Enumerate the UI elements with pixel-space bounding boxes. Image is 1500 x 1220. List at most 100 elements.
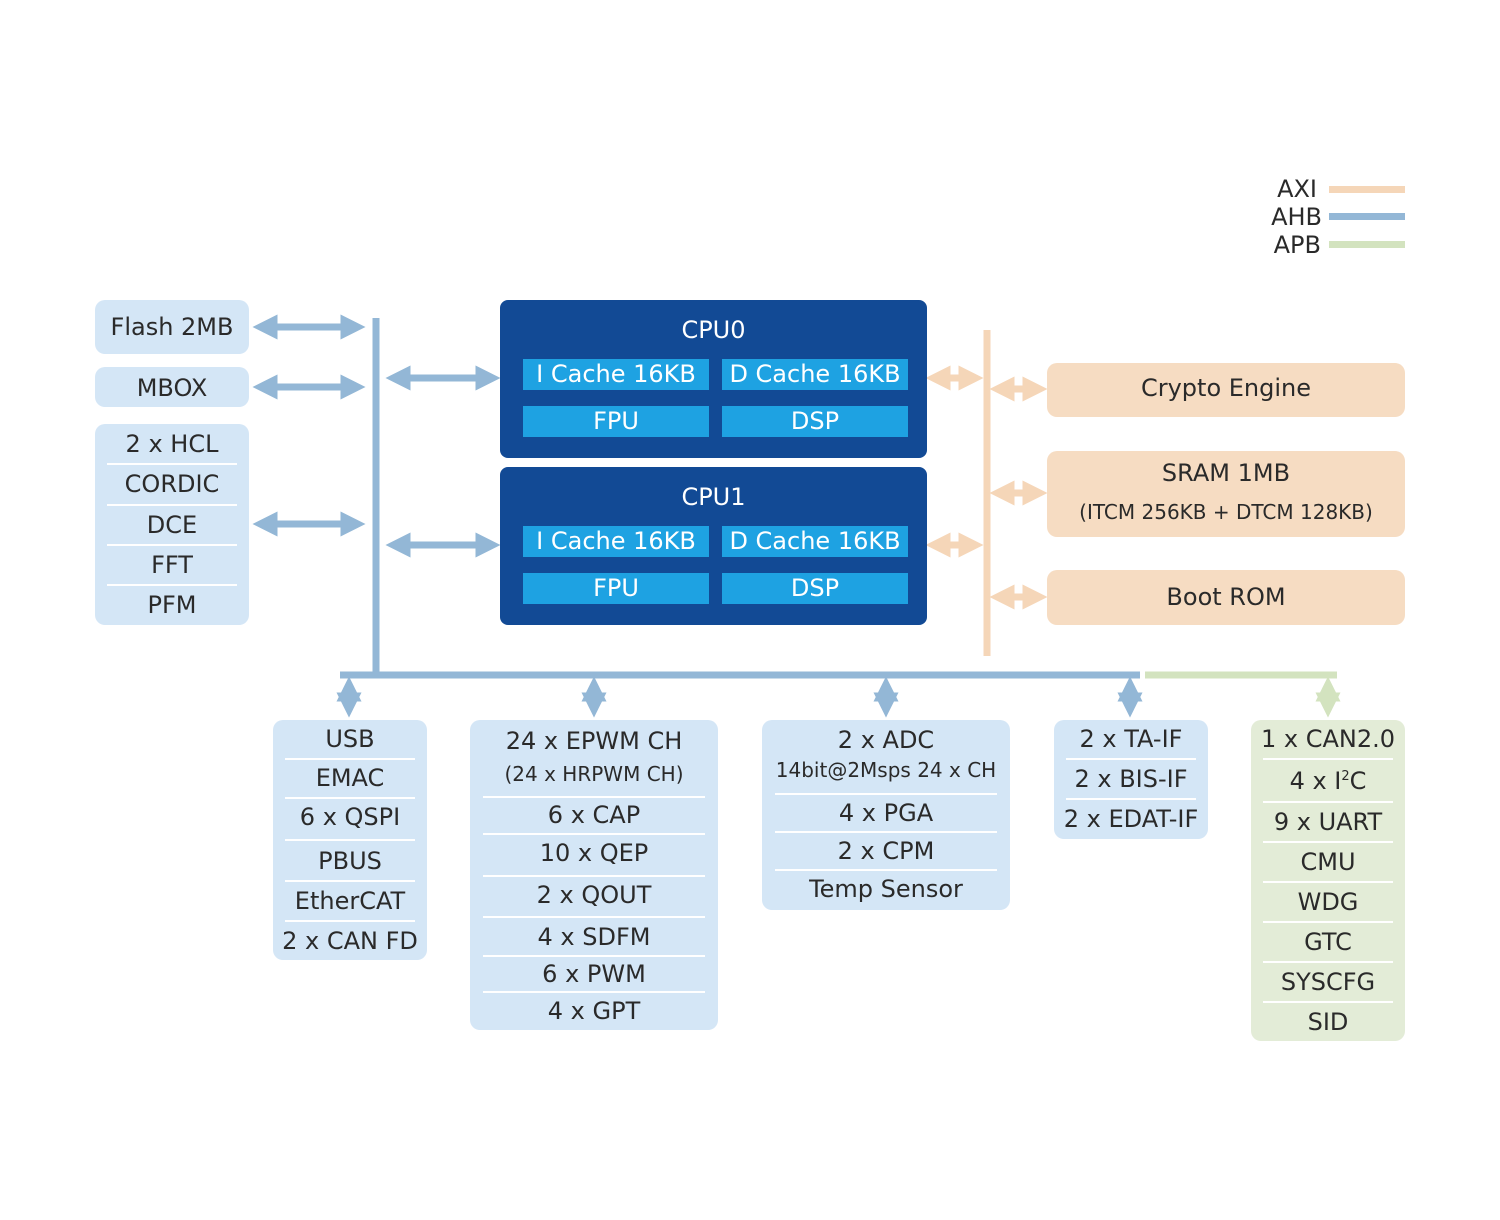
comm-item: USB [325,725,375,753]
math-item: DCE [146,511,198,539]
analog-box: 2 x ADC 14bit@2Msps 24 x CH 4 x PGA 2 x … [762,720,1010,910]
analog-adc: 2 x ADC [837,726,935,754]
pwm-epwm: 24 x EPWM CH [505,727,683,755]
divider [285,797,415,799]
bootrom-box: Boot ROM [1047,570,1405,625]
divider [285,880,415,882]
cpu1-fpu: FPU [523,573,709,604]
divider [483,991,705,993]
apb-can: 1 x CAN2.0 [1260,725,1396,753]
pwm-item: 6 x PWM [542,960,646,988]
comm-item: PBUS [318,847,382,875]
legend-apb-label: APB [1273,231,1321,259]
divider [483,796,705,798]
divider [285,920,415,922]
apb-item: WDG [1297,888,1359,916]
communication-box: USB EMAC 6 x QSPI PBUS EtherCAT 2 x CAN … [273,720,427,960]
pwm-item: 4 x SDFM [537,923,651,951]
interface-item: 2 x BIS-IF [1074,765,1188,793]
math-item: PFM [147,591,197,619]
flash-label: Flash 2MB [110,313,234,341]
math-item: CORDIC [124,470,220,498]
i2c-prefix: 4 x I [1289,767,1342,795]
interface-item: 2 x EDAT-IF [1063,805,1199,833]
divider [483,916,705,918]
sram-detail: (ITCM 256KB + DTCM 128KB) [1079,500,1373,524]
math-item: FFT [151,551,193,579]
cpu1-title: CPU1 [681,483,746,511]
divider [775,869,997,871]
pwm-item: 10 x QEP [539,839,649,867]
divider [107,544,237,546]
apb-i2c: 4 x I2C [1251,769,1405,793]
cpu1-dcache: D Cache 16KB [722,526,908,557]
divider [1263,841,1393,843]
math-item: 2 x HCL [125,430,219,458]
legend-ahb-label: AHB [1271,203,1322,231]
comm-item: 2 x CAN FD [282,927,418,955]
divider [483,955,705,957]
divider [1263,961,1393,963]
divider [285,839,415,841]
analog-item: 2 x CPM [837,837,935,865]
apb-item: GTC [1304,928,1352,956]
divider [107,504,237,506]
math-accelerator-box: 2 x HCL CORDIC DCE FFT PFM [95,424,249,625]
pwm-control-box: 24 x EPWM CH (24 x HRPWM CH) 6 x CAP 10 … [470,720,718,1030]
divider [1263,921,1393,923]
comm-item: EMAC [315,764,385,792]
divider [483,833,705,835]
analog-item: 4 x PGA [838,799,934,827]
flash-box: Flash 2MB [95,300,249,354]
divider [107,584,237,586]
mbox-label: MBOX [136,374,208,402]
legend-ahb-line [1329,213,1405,220]
cpu0-dcache: D Cache 16KB [722,359,908,390]
bootrom-label: Boot ROM [1166,583,1286,611]
pwm-item: 2 x QOUT [536,881,652,909]
divider [1263,881,1393,883]
sram-label: SRAM 1MB [1161,459,1291,487]
divider [1263,758,1393,760]
apb-item: CMU [1300,848,1356,876]
comm-item: 6 x QSPI [299,803,401,831]
divider [1263,801,1393,803]
apb-peripherals-box: 1 x CAN2.0 4 x I2C 9 x UART CMU WDG GTC … [1251,720,1405,1041]
crypto-engine-box: Crypto Engine [1047,363,1405,417]
divider [775,831,997,833]
i2c-suffix: C [1349,767,1367,795]
comm-item: EtherCAT [294,887,406,915]
interface-item: 2 x TA-IF [1079,725,1183,753]
analog-item: Temp Sensor [809,875,963,903]
cpu0-block: CPU0 I Cache 16KB D Cache 16KB FPU DSP [500,300,927,458]
cpu0-dsp: DSP [722,406,908,437]
apb-item: SYSCFG [1280,968,1376,996]
apb-item: SID [1307,1008,1349,1036]
i2c-superscript: 2 [1341,769,1350,784]
legend-apb-line [1329,241,1405,248]
cpu0-title: CPU0 [681,316,746,344]
pwm-item: 4 x GPT [547,997,641,1025]
mbox-box: MBOX [95,367,249,407]
crypto-label: Crypto Engine [1140,374,1312,402]
divider [483,875,705,877]
divider [107,463,237,465]
divider [1263,1001,1393,1003]
cpu1-block: CPU1 I Cache 16KB D Cache 16KB FPU DSP [500,467,927,625]
divider [775,793,997,795]
pwm-hrpwm: (24 x HRPWM CH) [504,762,684,786]
analog-adc-spec: 14bit@2Msps 24 x CH [775,758,997,782]
apb-item: 9 x UART [1273,808,1383,836]
cpu0-icache: I Cache 16KB [523,359,709,390]
divider [1066,758,1196,760]
sram-box: SRAM 1MB (ITCM 256KB + DTCM 128KB) [1047,451,1405,537]
cpu1-icache: I Cache 16KB [523,526,709,557]
cpu1-dsp: DSP [722,573,908,604]
divider [285,758,415,760]
interface-box: 2 x TA-IF 2 x BIS-IF 2 x EDAT-IF [1054,720,1208,839]
divider [1066,798,1196,800]
pwm-item: 6 x CAP [547,801,641,829]
legend-axi-line [1329,186,1405,193]
legend-axi-label: AXI [1277,175,1317,203]
